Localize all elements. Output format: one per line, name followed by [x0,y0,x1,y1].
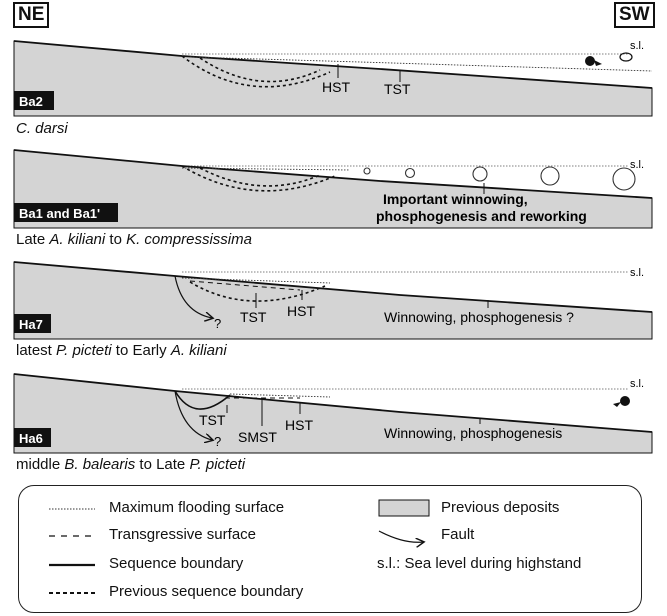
caption-taxon: B. balearis [64,456,135,473]
sea-level-label: s.l. [630,159,644,171]
previous-deposits-swatch [379,500,429,516]
tst-label: TST [199,412,226,428]
stage-caption-ha7: latest P. picteti to Early A. kiliani [16,343,227,359]
hst-label: HST [322,79,350,95]
maximum-flooding-surface [230,394,330,397]
panel-code: Ha6 [19,431,43,446]
caption-text: to Early [112,342,171,359]
panel-ha7: s.l. ? TST HST Winnowing, phosphogenesis… [14,262,652,339]
panel-ba2: s.l. HST TST Ba2 [14,40,652,116]
ammonite-fossil-icon [613,396,630,407]
winnowing-label-line1: Important winnowing, [383,191,528,207]
sea-level-label: s.l. [630,40,644,52]
legend-fault-label: Fault [441,526,474,544]
caption-taxon: K. compressissima [126,231,252,248]
caption-text: latest [16,342,56,359]
caption-text: middle [16,456,64,473]
legend: Maximum flooding surface Transgressive s… [18,485,642,613]
legend-psb-label: Previous sequence boundary [109,583,303,601]
caption-taxon: A. kiliani [171,342,227,359]
sea-level-label: s.l. [630,378,644,390]
stage-caption-ha6: middle B. balearis to Late P. picteti [16,457,245,473]
fault-symbol [379,531,423,542]
legend-ts-label: Transgressive surface [109,526,256,544]
caption-taxon: A. kiliani [49,231,105,248]
smst-label: SMST [238,429,277,445]
fault-query-label: ? [214,316,221,331]
panel-code: Ba1 and Ba1' [19,206,100,221]
legend-sea-level-label: s.l.: Sea level during highstand [377,555,581,573]
winnowing-label: Winnowing, phosphogenesis ? [384,309,574,325]
sea-level-label: s.l. [630,267,644,279]
ammonite-fossil-icon [585,56,602,66]
panel-ha6: s.l. ? TST SMST HST Winnowing, phosphoge… [14,374,652,453]
legend-sb-label: Sequence boundary [109,555,243,573]
hst-label: HST [287,303,315,319]
caption-taxon: P. picteti [56,342,112,359]
panel-code: Ha7 [19,317,43,332]
caption-taxon: C. darsi [16,120,68,137]
legend-deposits-label: Previous deposits [441,499,559,517]
winnowing-label-line2: phosphogenesis and reworking [376,208,587,224]
tst-label: TST [384,81,411,97]
stage-caption-ba2: C. darsi [16,121,68,137]
caption-text: Late [16,231,49,248]
fault-query-label: ? [214,434,221,449]
hst-label: HST [285,417,313,433]
winnowing-label: Winnowing, phosphogenesis [384,425,562,441]
previous-deposits [14,374,652,453]
stage-caption-ba1: Late A. kiliani to K. compressissima [16,232,252,248]
caption-text: to [105,231,126,248]
legend-mfs-label: Maximum flooding surface [109,499,284,517]
caption-taxon: P. picteti [189,456,245,473]
tst-label: TST [240,309,267,325]
previous-deposits [14,262,652,339]
panel-ba1: s.l. Important winnowing, phosphogenesis… [14,150,652,228]
panel-code: Ba2 [19,94,43,109]
caption-text: to Late [135,456,189,473]
